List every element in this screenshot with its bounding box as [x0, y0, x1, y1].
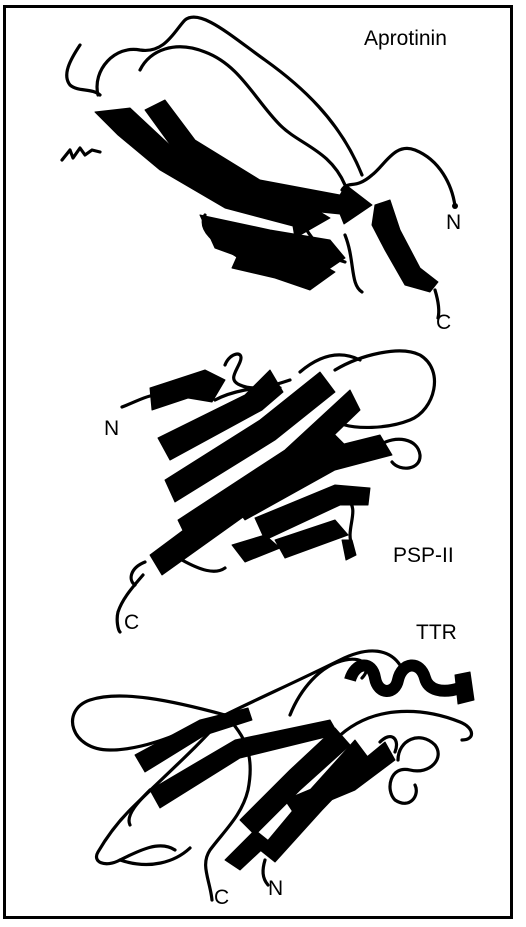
- psp2-title: PSP-II: [393, 545, 454, 566]
- aprotinin-ribbon: [62, 17, 458, 318]
- ttr-title: TTR: [416, 622, 457, 643]
- psp2-n-terminus: N: [104, 418, 119, 439]
- aprotinin-c-terminus: C: [436, 312, 451, 333]
- psp2-ribbon: [117, 351, 434, 632]
- aprotinin-n-terminus: N: [446, 212, 461, 233]
- psp2-c-terminus: C: [124, 612, 139, 633]
- aprotinin-title: Aprotinin: [364, 28, 447, 49]
- ttr-ribbon: [73, 651, 474, 900]
- ttr-c-terminus: C: [214, 887, 229, 908]
- ttr-n-terminus: N: [268, 878, 283, 899]
